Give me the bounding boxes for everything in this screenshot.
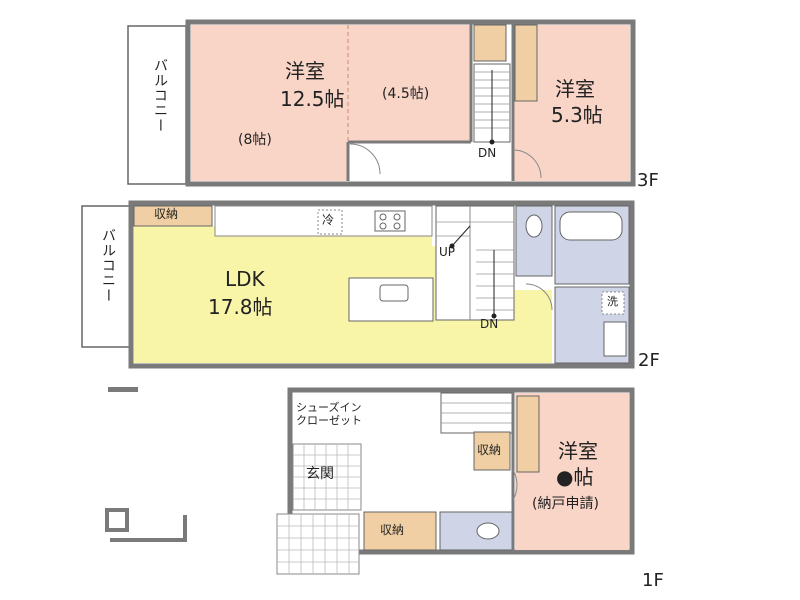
- entrance-tile: [276, 443, 362, 575]
- room-12-5-sub-right: (4.5帖): [382, 86, 430, 102]
- closet-3f-a: [473, 24, 507, 62]
- balcony-3f-label: バルコニー: [152, 58, 168, 133]
- floor-label-1f: 1F: [642, 570, 664, 591]
- room-12-5-size: 12.5帖: [280, 87, 345, 111]
- room-5-3-name: 洋室: [555, 77, 595, 101]
- room-1f-name: 洋室: [558, 439, 598, 463]
- floor-1f: [105, 387, 635, 575]
- floor-label-2f: 2F: [638, 350, 660, 371]
- stair-2f-up: UP: [439, 245, 456, 259]
- storage-2f: [133, 205, 213, 227]
- room-5-3-size: 5.3帖: [551, 103, 603, 127]
- stair-3f-dn: DN: [478, 146, 497, 160]
- storage-1f-b: [363, 511, 437, 551]
- stair-2f: [435, 205, 515, 321]
- floor-label-3f: 3F: [637, 170, 659, 191]
- room-1f-note: (納戸申請): [532, 496, 599, 512]
- balcony-3f: [127, 25, 187, 185]
- stair-2f-dn: DN: [480, 317, 499, 331]
- ldk-size: 17.8帖: [208, 295, 273, 319]
- floor-3f: [127, 19, 636, 187]
- room-1f-size: ●帖: [556, 465, 594, 489]
- storage-2f-label: 収納: [154, 207, 179, 221]
- storage-1f-a-label: 収納: [477, 443, 502, 457]
- western-room-12-5-hall-cut: [348, 142, 471, 181]
- ldk-name: LDK: [225, 267, 265, 291]
- floor-2f: [81, 200, 635, 369]
- fridge-label: 冷: [322, 213, 335, 227]
- room-12-5-name: 洋室: [285, 59, 325, 83]
- balcony-2f: [81, 205, 131, 348]
- laundry-label: 洗: [607, 295, 618, 308]
- storage-1f-a: [473, 431, 511, 471]
- balcony-2f-label: バルコニー: [100, 228, 116, 303]
- toilet-1f: [439, 511, 513, 551]
- shoe-closet-label: シューズイン クローゼット: [296, 401, 362, 427]
- storage-1f-b-label: 収納: [380, 523, 405, 537]
- room-12-5-sub-left: (8帖): [238, 132, 272, 148]
- entrance-label: 玄関: [306, 466, 334, 482]
